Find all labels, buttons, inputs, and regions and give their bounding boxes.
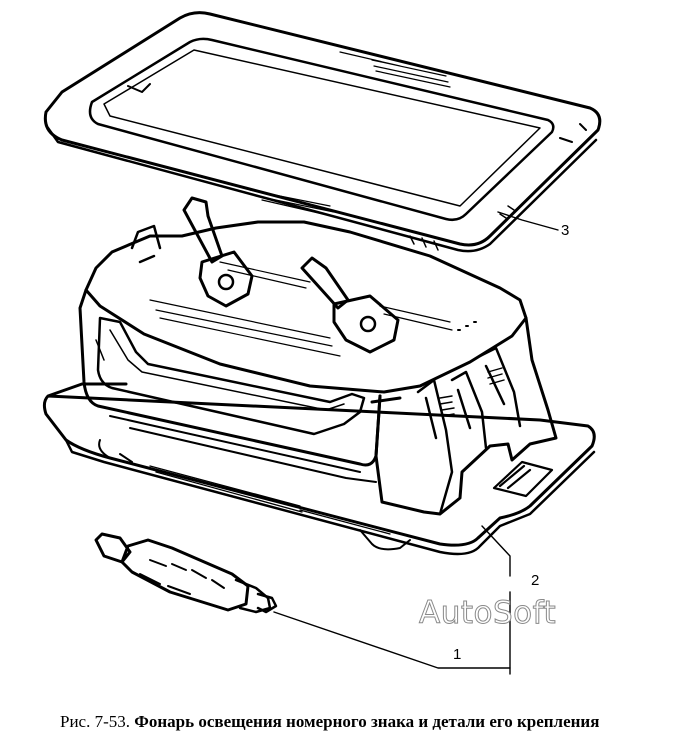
terminal-blade bbox=[182, 196, 224, 264]
terminal-hole bbox=[359, 315, 377, 333]
lamp-bulb-part-1 bbox=[94, 532, 278, 614]
bulb-tip bbox=[94, 532, 132, 564]
housing-front-lens-frame bbox=[96, 316, 366, 436]
housing-rib-right bbox=[478, 346, 522, 428]
gasket-outer-thickness bbox=[46, 126, 598, 253]
housing-right-end bbox=[374, 316, 558, 516]
autosoft-watermark: AutoSoft bbox=[418, 595, 557, 632]
callout-3: 3 bbox=[561, 222, 570, 239]
bulb-body bbox=[120, 538, 250, 612]
gasket-inner-opening bbox=[88, 37, 555, 222]
terminal-blade bbox=[300, 256, 350, 310]
gasket-notch bbox=[127, 83, 587, 143]
housing-front-lens-inner bbox=[95, 329, 345, 411]
housing-rib-vents bbox=[439, 367, 505, 417]
leader-line-3 bbox=[497, 211, 559, 231]
flange-tab-slot bbox=[492, 460, 554, 498]
figure-caption: Рис. 7-53. Фонарь освещения номерного зн… bbox=[60, 712, 680, 732]
base-flange-bottom-rib bbox=[149, 465, 391, 535]
gasket-edge-teeth bbox=[409, 205, 515, 251]
housing-top-surface-hatching bbox=[149, 261, 453, 357]
base-flange-thickness bbox=[64, 438, 596, 556]
leader-line-2 bbox=[481, 525, 511, 675]
gasket-rib-hatching bbox=[249, 51, 451, 218]
contact-terminal-right bbox=[300, 256, 400, 354]
figure-number: Рис. 7-53. bbox=[60, 712, 131, 731]
callout-2: 2 bbox=[531, 572, 540, 589]
bulb-end-cap bbox=[256, 592, 278, 614]
figure-caption-text: Фонарь освещения номерного знака и детал… bbox=[134, 712, 600, 731]
contact-terminal-left bbox=[182, 196, 254, 308]
housing-bottom-lip bbox=[109, 415, 377, 483]
terminal-head bbox=[332, 294, 400, 354]
gasket-frame-part-3 bbox=[43, 11, 602, 253]
base-flange-underside bbox=[98, 439, 411, 551]
leader-lines bbox=[273, 211, 559, 675]
housing-front-face bbox=[78, 288, 382, 467]
terminal-hole bbox=[217, 273, 235, 291]
housing-top-outline bbox=[84, 220, 528, 394]
housing-rib-left bbox=[416, 378, 454, 516]
housing-left-stub bbox=[130, 224, 162, 264]
housing-rib-middle bbox=[450, 370, 488, 450]
gasket-inner-lip bbox=[103, 49, 541, 207]
base-flange bbox=[42, 382, 596, 547]
lamp-housing-part-2 bbox=[42, 220, 596, 556]
callout-1: 1 bbox=[453, 646, 462, 663]
bulb-base-ring bbox=[234, 578, 272, 614]
bulb-filament bbox=[139, 559, 225, 595]
housing-dots bbox=[457, 321, 477, 331]
leader-line-1 bbox=[273, 611, 511, 669]
terminal-head bbox=[198, 250, 254, 308]
